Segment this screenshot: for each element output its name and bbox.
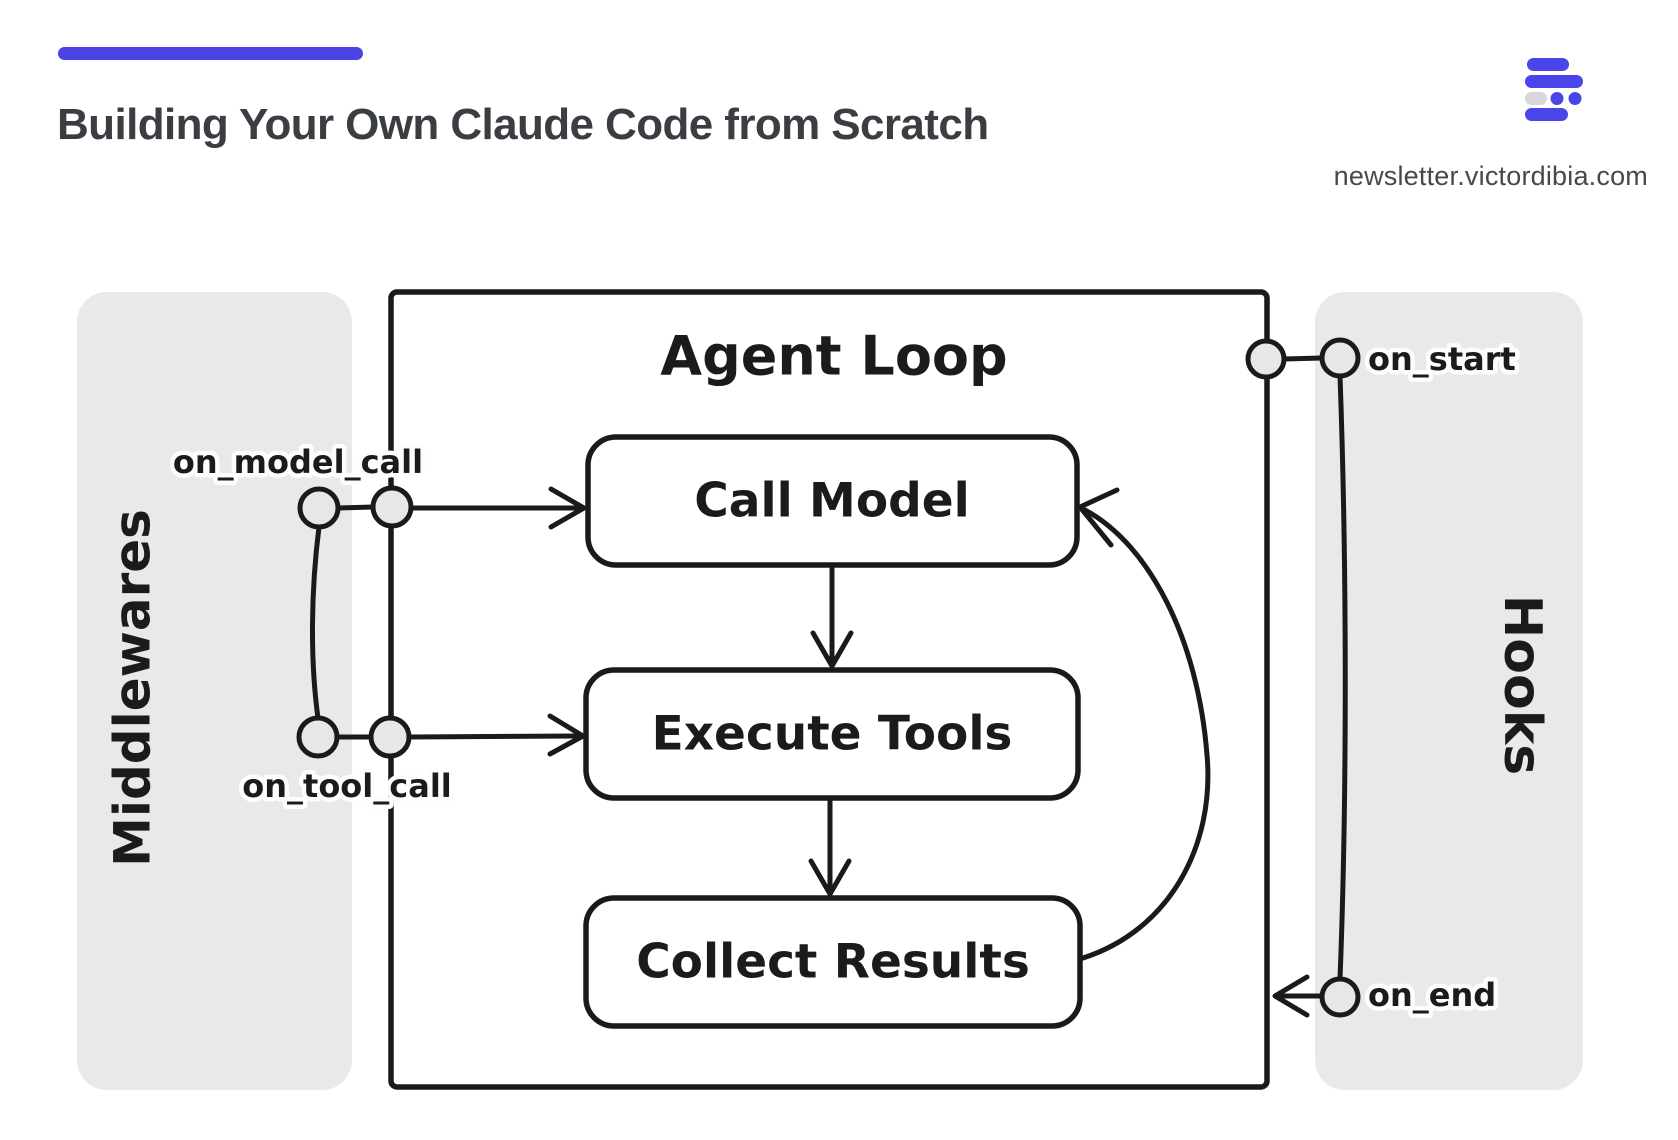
connector-hooks-vertical (1337, 373, 1348, 982)
logo-bar-bottom (1525, 108, 1568, 121)
on-model-call-label: on_model_call (173, 443, 423, 481)
node-on-end (1319, 976, 1361, 1018)
middlewares-panel (77, 292, 352, 1090)
call-model-box (585, 434, 1080, 568)
hooks-panel (1315, 292, 1583, 1090)
arrowhead-down-icon (808, 858, 852, 897)
arrow-on-model-call-to-call-model (408, 486, 587, 530)
arrow-loop-collect-results-to-call-model (1077, 487, 1211, 961)
arrowhead-right-icon (547, 713, 586, 757)
node-on-start-outer (1319, 337, 1361, 379)
connector-middleware-vertical (310, 524, 322, 721)
logo-bar-gray (1525, 92, 1547, 105)
logo-bar-top (1527, 58, 1569, 71)
arrowhead-down-icon (810, 630, 854, 669)
logo-dot-2 (1568, 92, 1582, 105)
arrowhead-left-icon (1272, 974, 1310, 1018)
hooks-panel-title: Hooks (1492, 595, 1552, 776)
call-model-label: Call Model (694, 474, 969, 529)
accent-bar (58, 47, 363, 60)
node-on-tool-call-outer (296, 715, 340, 759)
on-end-label: on_end (1368, 976, 1496, 1014)
page-title: Building Your Own Claude Code from Scrat… (57, 100, 989, 149)
arrow-call-model-to-execute-tools (810, 563, 854, 669)
node-on-model-call-inner (370, 485, 414, 529)
execute-tools-box (583, 667, 1081, 801)
arrow-on-end-to-agent-loop (1272, 974, 1325, 1018)
node-on-model-call-outer (297, 486, 341, 530)
collect-results-box (583, 895, 1083, 1029)
logo-dot-1 (1550, 92, 1564, 105)
node-on-start-inner (1245, 338, 1287, 380)
arrow-execute-tools-to-collect-results (808, 796, 852, 897)
collect-results-label: Collect Results (636, 935, 1030, 990)
site-url: newsletter.victordibia.com (1333, 161, 1648, 191)
execute-tools-label: Execute Tools (652, 707, 1013, 762)
connector-on-start-pair (1281, 355, 1325, 362)
arrow-on-tool-call-to-execute-tools (406, 713, 586, 757)
on-start-label: on_start (1368, 340, 1516, 378)
agent-loop-title: Agent Loop (660, 325, 1007, 388)
on-tool-call-label: on_tool_call (242, 767, 452, 805)
arrowhead-upleft-icon (1077, 487, 1120, 548)
connector-on-model-call-pair (335, 504, 376, 511)
middlewares-panel-title: Middlewares (104, 509, 162, 867)
arrowhead-right-icon (548, 486, 587, 530)
logo-bar-wide (1525, 75, 1583, 88)
node-on-tool-call-inner (368, 715, 412, 759)
victordibia-logo-icon (1525, 58, 1583, 121)
